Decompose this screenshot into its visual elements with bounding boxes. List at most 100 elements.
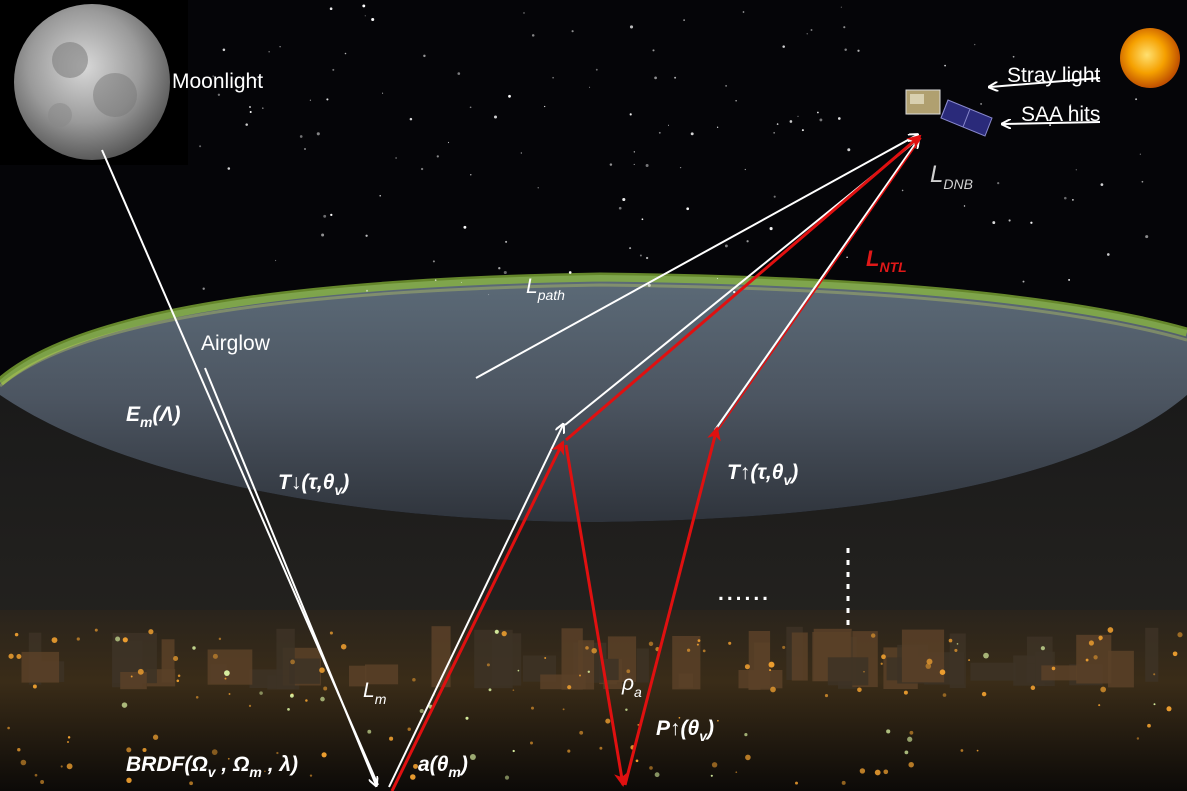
city-light: [841, 780, 846, 785]
star: [329, 7, 333, 11]
city-light: [948, 638, 953, 643]
star: [917, 146, 919, 149]
building: [678, 673, 694, 688]
star: [344, 52, 347, 55]
city-light: [177, 674, 181, 678]
city-light: [1153, 703, 1156, 706]
city-light: [530, 741, 533, 745]
star: [279, 46, 281, 48]
star: [523, 12, 525, 14]
t-down-label: T↓(τ,θv): [278, 471, 349, 498]
building: [970, 662, 1016, 681]
building: [161, 639, 175, 683]
city-light: [130, 675, 133, 678]
star: [840, 6, 842, 8]
red-ray-2: [564, 444, 628, 787]
city-light: [1030, 685, 1036, 691]
star: [249, 110, 252, 114]
city-light: [744, 664, 750, 670]
city-light: [126, 777, 132, 783]
building: [120, 672, 147, 690]
city-light: [32, 684, 37, 689]
city-light: [287, 708, 290, 711]
star: [629, 25, 634, 29]
city-light: [469, 754, 476, 760]
city-light: [626, 669, 631, 674]
city-light: [115, 636, 121, 642]
building: [1145, 627, 1159, 682]
red-ray-3: [623, 426, 721, 786]
city-light: [176, 679, 180, 683]
star: [379, 194, 381, 197]
star: [503, 270, 507, 275]
building: [365, 664, 399, 685]
city-light: [17, 748, 21, 752]
city-light: [195, 696, 199, 699]
city-light: [1153, 673, 1156, 676]
star: [618, 206, 622, 210]
city-light: [1093, 655, 1098, 660]
star: [508, 94, 511, 98]
star: [1135, 98, 1138, 101]
star: [639, 254, 642, 257]
city-light: [696, 643, 699, 646]
city-light: [189, 781, 193, 786]
city-light: [51, 637, 58, 644]
city-light: [925, 663, 932, 669]
building: [827, 657, 869, 686]
star: [782, 45, 785, 48]
star: [658, 131, 661, 134]
star: [470, 174, 472, 176]
city-light: [587, 670, 591, 674]
airglow-label: Airglow: [201, 332, 271, 355]
city-light: [501, 630, 507, 637]
star: [1030, 221, 1033, 224]
city-light: [290, 693, 294, 698]
star: [837, 117, 841, 120]
city-light: [625, 708, 628, 711]
city-light: [512, 689, 515, 692]
city-light: [122, 637, 128, 643]
star: [1072, 199, 1074, 201]
star: [769, 227, 773, 231]
city-light: [389, 736, 394, 741]
star: [1068, 278, 1071, 281]
star: [494, 115, 497, 119]
city-light: [744, 733, 748, 737]
city-light: [148, 629, 154, 635]
star: [1069, 104, 1072, 106]
city-light: [605, 718, 611, 724]
city-light: [1147, 723, 1151, 728]
city-light: [488, 688, 492, 692]
saa-arrow: [1003, 122, 1101, 124]
city-light: [1098, 635, 1103, 640]
star: [733, 290, 736, 294]
star: [409, 117, 413, 121]
star: [652, 49, 655, 52]
star: [222, 48, 226, 52]
city-light: [648, 641, 654, 647]
stray-light-label: Stray light: [1007, 64, 1101, 87]
star: [716, 126, 719, 128]
city-light: [710, 774, 713, 777]
star: [797, 115, 799, 117]
star: [199, 145, 202, 148]
city-light: [465, 716, 469, 720]
city-light: [14, 632, 19, 637]
star: [227, 167, 231, 170]
city-light: [1051, 666, 1056, 671]
city-light: [1040, 646, 1045, 651]
star: [432, 260, 435, 263]
star: [1141, 180, 1144, 183]
building: [21, 651, 60, 683]
city-light: [770, 686, 776, 693]
city-light: [881, 654, 886, 660]
star: [537, 187, 539, 189]
city-light: [320, 696, 325, 702]
star: [647, 283, 651, 287]
star: [633, 163, 635, 165]
star: [735, 100, 737, 102]
star: [463, 225, 467, 229]
city-light: [494, 629, 499, 634]
building: [540, 674, 586, 690]
